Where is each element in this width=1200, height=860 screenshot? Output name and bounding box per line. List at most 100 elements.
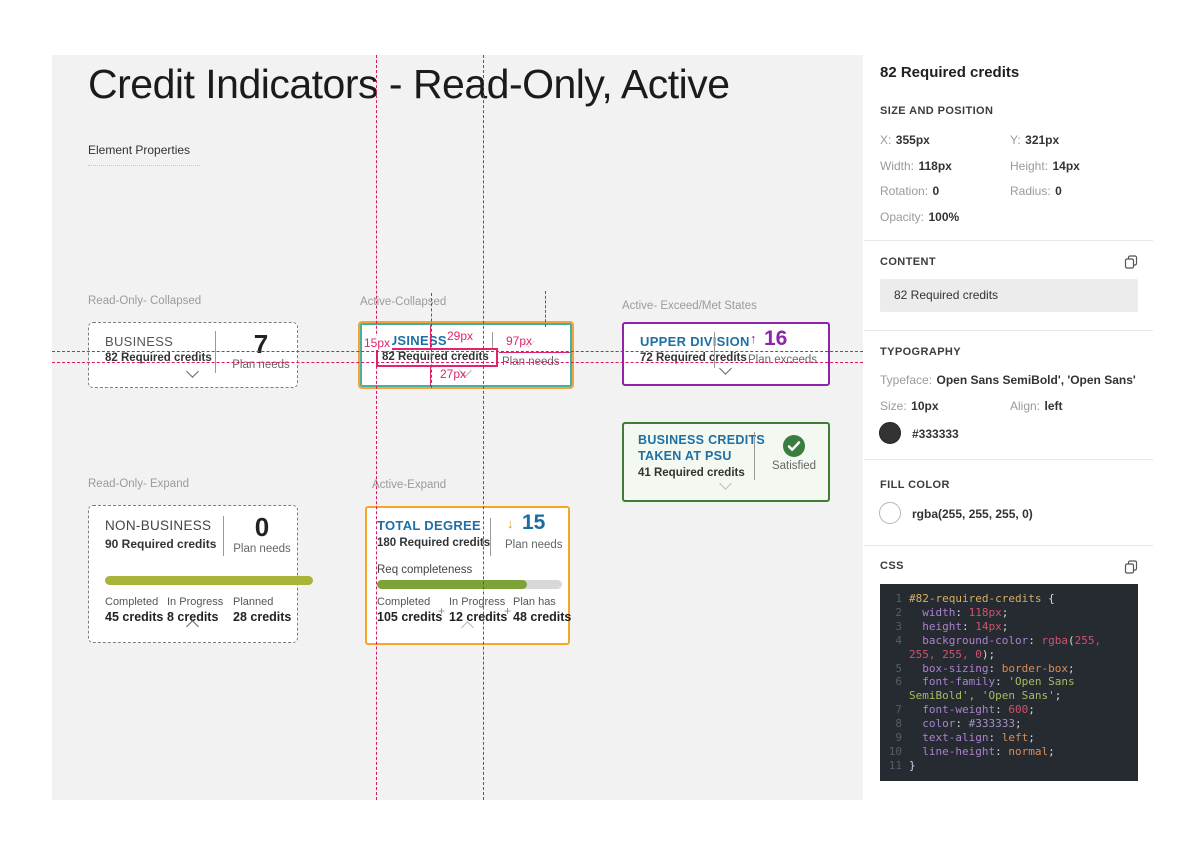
progress-track xyxy=(377,580,562,589)
plan-exceeds-value: 16 xyxy=(764,327,788,350)
y-field: Y: 321px xyxy=(1010,133,1060,147)
element-properties-label: Element Properties xyxy=(88,143,200,166)
group-label-read-only-expand: Read-Only- Expand xyxy=(88,478,189,490)
expand-chevron-button[interactable] xyxy=(719,475,732,493)
expand-chevron-button[interactable] xyxy=(186,363,199,381)
card-credits: 90 Required credits xyxy=(105,537,217,551)
plan-needs-value: 15 xyxy=(522,511,546,534)
stat-completed: Completed 105 credits xyxy=(377,596,443,624)
fill-color-value: rgba(255, 255, 255, 0) xyxy=(912,507,1033,521)
chevron-down-icon xyxy=(719,362,732,375)
copy-icon xyxy=(1124,255,1138,269)
card-credits: 82 Required credits xyxy=(105,352,212,364)
card-active-expand[interactable]: TOTAL DEGREE 180 Required credits ↓ 15 P… xyxy=(365,506,572,645)
text-color-hex: #333333 xyxy=(912,427,959,441)
plan-needs-value: 7 xyxy=(253,329,269,359)
card-divider xyxy=(490,518,491,556)
measure-bottom: 27px xyxy=(440,367,467,381)
card-credits: 180 Required credits xyxy=(377,537,491,549)
panel-divider xyxy=(864,330,1153,331)
text-color-swatch[interactable] xyxy=(879,422,901,444)
fill-color-heading: FILL COLOR xyxy=(880,479,950,491)
horizontal-guide-1 xyxy=(52,351,863,352)
opacity-field: Opacity: 100% xyxy=(880,210,960,224)
width-field: Width: 118px xyxy=(880,159,952,173)
page-title: Credit Indicators - Read-Only, Active xyxy=(88,61,730,107)
card-divider xyxy=(754,432,755,480)
card-name-line2: TAKEN AT PSU xyxy=(638,449,732,463)
card-name: BUSINESS xyxy=(378,333,447,348)
height-field: Height: 14px xyxy=(1010,159,1080,173)
vertical-guide-2 xyxy=(483,55,484,800)
vertical-guide-1 xyxy=(376,55,377,800)
group-label-read-only-collapsed: Read-Only- Collapsed xyxy=(88,295,202,307)
radius-field: Radius: 0 xyxy=(1010,184,1062,198)
content-heading: CONTENT xyxy=(880,256,936,268)
align-field: Align: left xyxy=(1010,399,1063,413)
plus-separator: + xyxy=(504,604,512,618)
satisfied-label: Satisfied xyxy=(771,460,817,472)
card-read-only-expand[interactable]: NON-BUSINESS 90 Required credits 0 Plan … xyxy=(88,505,313,643)
card-name-line1: BUSINESS CREDITS xyxy=(638,433,766,447)
css-heading: CSS xyxy=(880,560,904,572)
measure-line-top xyxy=(430,325,431,348)
content-value-box[interactable]: 82 Required credits xyxy=(880,279,1138,312)
card-name: NON-BUSINESS xyxy=(105,518,212,533)
panel-divider xyxy=(864,545,1153,546)
card-name: UPPER DIVISION xyxy=(640,334,750,349)
stat-planned: Planned 28 credits xyxy=(233,596,292,624)
copy-content-button[interactable] xyxy=(1124,255,1140,271)
card-divider xyxy=(215,331,216,373)
plan-needs-value: 0 xyxy=(254,512,270,542)
chevron-down-icon xyxy=(719,477,732,490)
group-label-active-exceed: Active- Exceed/Met States xyxy=(622,300,757,312)
copy-icon xyxy=(1124,560,1138,574)
collapse-chevron-button[interactable] xyxy=(186,618,199,636)
progress-bar xyxy=(105,576,313,585)
group-label-active-collapsed: Active-Collapsed xyxy=(360,296,447,308)
arrow-up-icon: ↑ xyxy=(750,331,757,346)
collapse-chevron-button[interactable] xyxy=(460,619,474,637)
chevron-down-icon xyxy=(186,365,199,378)
fill-color-swatch[interactable] xyxy=(879,502,901,524)
card-credits: 41 Required credits xyxy=(638,467,745,479)
progress-fill xyxy=(377,580,527,589)
measure-extension-line-1 xyxy=(431,293,432,388)
copy-css-button[interactable] xyxy=(1124,560,1140,576)
font-size-field: Size: 10px xyxy=(880,399,939,413)
measure-line-right xyxy=(499,352,570,353)
panel-divider xyxy=(864,459,1153,460)
card-credits: 72 Required credits xyxy=(640,352,747,364)
group-label-active-expand: Active-Expand xyxy=(372,479,447,491)
measure-top: 29px xyxy=(447,329,474,343)
card-read-only-collapsed[interactable]: BUSINESS 82 Required credits 7 Plan need… xyxy=(88,322,298,388)
typography-heading: TYPOGRAPHY xyxy=(880,346,962,358)
card-name: BUSINESS xyxy=(105,334,174,349)
measure-right: 97px xyxy=(506,334,533,348)
plan-needs-caption: Plan needs xyxy=(505,539,563,551)
progress-label: Req completeness xyxy=(377,564,473,576)
plus-separator: + xyxy=(438,604,446,618)
satisfied-check-icon xyxy=(782,434,806,463)
stat-plan-has: Plan has 48 credits xyxy=(513,596,572,624)
chevron-up-icon xyxy=(186,620,199,633)
measure-extension-line-2 xyxy=(545,291,546,327)
stat-completed: Completed 45 credits xyxy=(105,596,164,624)
x-field: X: 355px xyxy=(880,133,930,147)
css-code: 1#82-required-credits {2 width: 118px;3 … xyxy=(880,584,1138,781)
chevron-up-icon xyxy=(460,621,474,634)
plan-needs-caption: Plan needs xyxy=(233,543,291,555)
card-divider xyxy=(223,516,224,556)
rotation-field: Rotation: 0 xyxy=(880,184,940,198)
size-position-heading: SIZE AND POSITION xyxy=(880,105,994,117)
stat-in-progress: In Progress 12 credits xyxy=(449,596,508,624)
measure-left: 15px xyxy=(362,336,393,350)
arrow-down-icon: ↓ xyxy=(507,516,514,531)
card-active-exceed[interactable]: UPPER DIVISION 72 Required credits ↑ 16 … xyxy=(622,322,830,386)
card-satisfied[interactable]: BUSINESS CREDITS TAKEN AT PSU 41 Require… xyxy=(622,422,830,502)
panel-divider xyxy=(864,240,1153,241)
plan-exceeds-caption: Plan exceeds xyxy=(748,354,818,366)
design-canvas[interactable]: Credit Indicators - Read-Only, Active El… xyxy=(52,55,863,800)
measure-line-bottom xyxy=(430,367,431,386)
horizontal-guide-2 xyxy=(52,362,863,363)
